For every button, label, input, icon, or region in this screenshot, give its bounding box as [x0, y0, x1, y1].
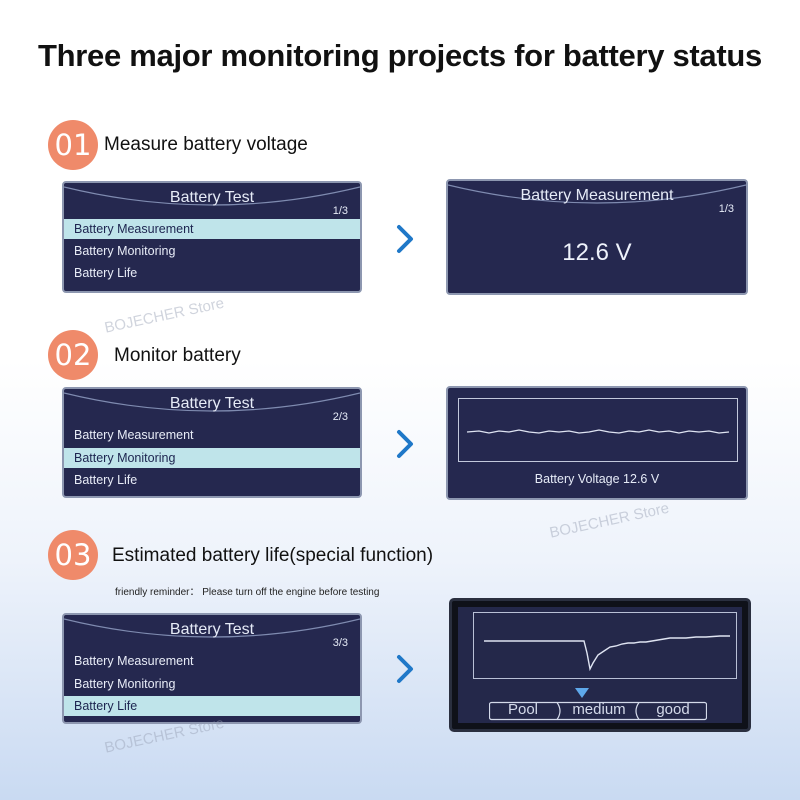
watermark: BOJECHER Store	[548, 499, 671, 542]
page-indicator: 1/3	[718, 203, 734, 215]
menu-item-battery-monitoring[interactable]: Battery Monitoring	[74, 677, 176, 691]
page-indicator: 2/3	[332, 411, 348, 423]
battery-life-scale: Pool medium good	[489, 701, 707, 721]
screen-header-curve	[64, 392, 360, 412]
step-3-result-screen: Pool medium good	[449, 598, 751, 732]
step-3-label: Estimated battery life(special function)	[112, 545, 434, 566]
step-3-menu-screen: Battery Test 3/3 Battery Measurement Bat…	[62, 613, 362, 724]
voltage-line	[466, 429, 730, 434]
step-2-menu-screen: Battery Test 2/3 Battery Measurement Bat…	[62, 387, 362, 498]
step-2-result-screen: Battery Voltage 12.6 V	[446, 386, 748, 500]
battery-life-graph	[473, 612, 737, 679]
menu-title: Battery Test	[169, 189, 255, 206]
voltage-value: 12.6 V	[562, 239, 632, 266]
voltage-graph	[458, 398, 738, 462]
step-2-badge: 02	[48, 330, 98, 380]
screen-header-curve	[448, 184, 746, 204]
chevron-right-icon	[397, 225, 413, 253]
step-2-label: Monitor battery	[114, 345, 241, 366]
result-inner-panel: Pool medium good	[458, 607, 742, 723]
menu-item-battery-life[interactable]: Battery Life	[74, 473, 138, 487]
step-1-menu-screen: Battery Test 1/3 Battery Measurement Bat…	[62, 181, 362, 293]
chevron-right-icon	[397, 430, 413, 458]
page-indicator: 3/3	[332, 637, 348, 649]
step-1-label: Measure battery voltage	[104, 134, 308, 155]
step-1-badge: 01	[48, 120, 98, 170]
voltage-caption: Battery Voltage 12.6 V	[534, 472, 660, 486]
menu-item-battery-measurement[interactable]: Battery Measurement	[74, 654, 194, 668]
step-1-result-screen: Battery Measurement 1/3 12.6 V	[446, 179, 748, 295]
battery-life-curve	[484, 635, 730, 672]
menu-item-battery-monitoring[interactable]: Battery Monitoring	[64, 448, 360, 468]
scale-label-good: good	[656, 701, 690, 718]
menu-title: Battery Test	[169, 395, 255, 412]
page-title: Three major monitoring projects for batt…	[38, 38, 762, 73]
scale-label-medium: medium	[572, 701, 626, 718]
watermark: BOJECHER Store	[103, 294, 226, 337]
page-indicator: 1/3	[332, 205, 348, 217]
screen-header-curve	[64, 618, 360, 638]
down-triangle-icon	[575, 688, 589, 698]
chevron-right-icon	[397, 655, 413, 683]
menu-item-battery-measurement[interactable]: Battery Measurement	[74, 428, 194, 442]
screen-header-curve	[64, 186, 360, 206]
reminder-text: friendly reminder： Please turn off the e…	[115, 587, 380, 598]
menu-item-battery-life[interactable]: Battery Life	[74, 266, 138, 280]
step-3-badge: 03	[48, 530, 98, 580]
menu-item-battery-life[interactable]: Battery Life	[64, 696, 360, 716]
scale-bracket	[489, 701, 707, 721]
menu-item-battery-measurement[interactable]: Battery Measurement	[64, 219, 360, 239]
menu-item-battery-monitoring[interactable]: Battery Monitoring	[74, 244, 176, 258]
result-title: Battery Measurement	[520, 187, 674, 204]
scale-label-pool: Pool	[507, 701, 539, 718]
menu-title: Battery Test	[169, 621, 255, 638]
